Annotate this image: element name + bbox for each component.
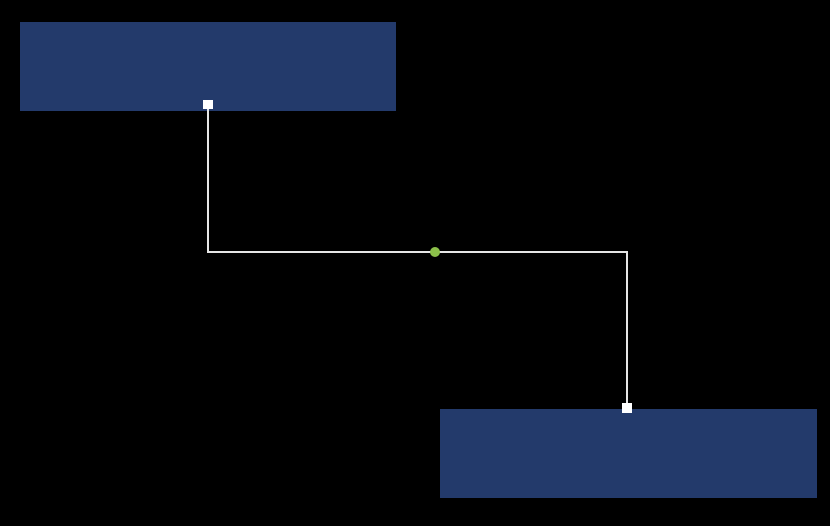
connector-end-handle[interactable]	[622, 403, 632, 413]
elbow-connector-line[interactable]	[207, 105, 628, 408]
top-box-shape[interactable]	[20, 22, 396, 111]
connector-start-handle[interactable]	[203, 100, 213, 109]
bottom-box-shape[interactable]	[440, 409, 817, 498]
connector-midpoint-handle[interactable]	[430, 247, 440, 257]
